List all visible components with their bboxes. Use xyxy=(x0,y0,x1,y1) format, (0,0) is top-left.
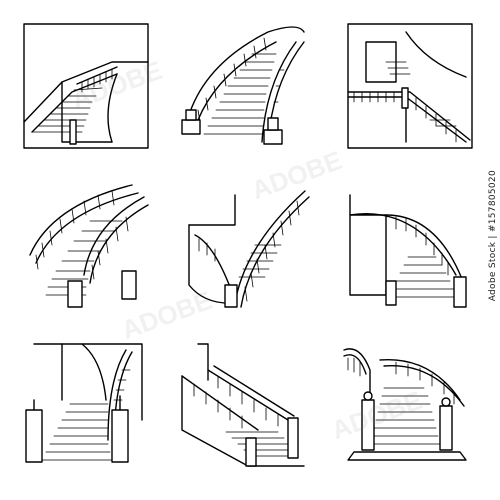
staircase-5-drawing xyxy=(188,190,310,308)
staircase-5 xyxy=(185,185,315,315)
staircase-5-steps xyxy=(238,244,282,278)
staircase-6-balusters xyxy=(395,216,449,276)
staircase-3-steps xyxy=(385,61,457,127)
staircase-1-balusters xyxy=(81,68,113,93)
staircase-9 xyxy=(340,340,470,470)
staircase-8-steps xyxy=(225,431,297,457)
staircase-2-drawing xyxy=(181,26,305,145)
staircase-9-balusters xyxy=(347,357,455,405)
staircase-2-balusters xyxy=(197,37,285,123)
staircase-7 xyxy=(22,340,152,470)
staircase-1-drawing xyxy=(23,23,149,149)
staircase-3-drawing xyxy=(347,23,473,149)
staircase-6-steps xyxy=(391,256,457,298)
staircase-9-steps xyxy=(369,387,441,445)
staircase-8-balusters xyxy=(193,375,279,429)
staircase-1 xyxy=(22,22,152,152)
staircase-6-drawing xyxy=(349,194,467,308)
staircase-5-balusters xyxy=(198,200,300,302)
stock-credit-text: Adobe Stock | #157805020 xyxy=(488,170,498,302)
staircase-3 xyxy=(346,22,476,152)
staircase-8 xyxy=(178,340,308,470)
staircase-7-drawing xyxy=(25,343,143,463)
staircase-2-steps xyxy=(203,53,277,135)
staircase-9-drawing xyxy=(343,348,467,461)
staircase-7-steps xyxy=(41,403,113,461)
staircase-3-balusters xyxy=(353,91,457,143)
staircase-4-drawing xyxy=(29,184,149,308)
staircase-4 xyxy=(22,184,152,315)
staircase-6 xyxy=(346,185,476,315)
staircase-4-balusters xyxy=(35,190,129,280)
staircase-2 xyxy=(178,22,308,152)
staircase-8-drawing xyxy=(181,343,305,467)
